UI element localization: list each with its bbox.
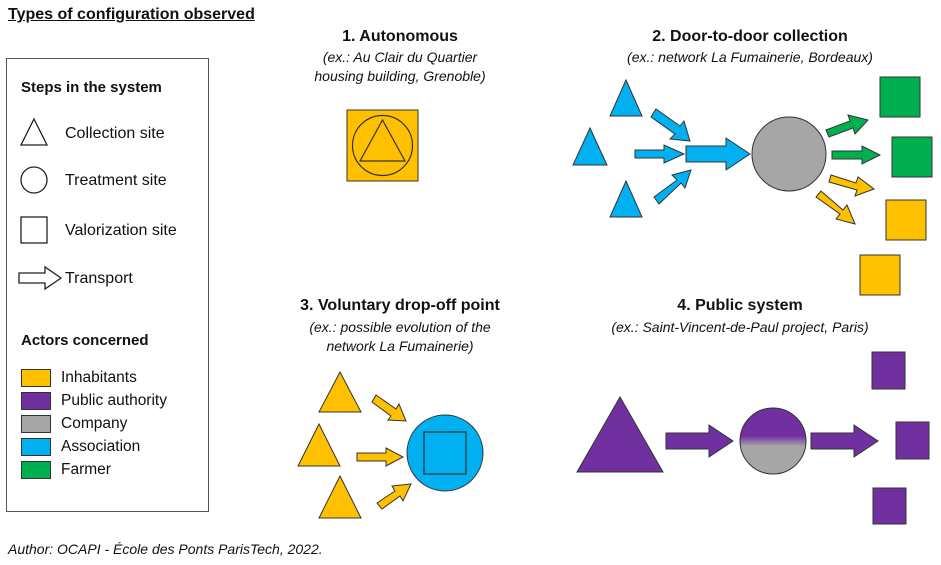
collection-triangle-association xyxy=(572,126,608,166)
panel-1-graphic xyxy=(346,109,419,182)
swatch-company xyxy=(21,415,51,433)
valorization-square-public-authority xyxy=(895,421,930,460)
valorization-square-inhabitants xyxy=(859,254,901,296)
swatch-farmer xyxy=(21,461,51,479)
panel-4-subtitle-line1: (ex.: Saint-Vincent-de-Paul project, Par… xyxy=(611,319,869,335)
actor-label-public-authority: Public authority xyxy=(61,392,167,409)
actor-label-company: Company xyxy=(61,415,128,432)
panel-1-title: 1. Autonomous xyxy=(342,28,458,45)
panel-1-subtitle-line2: housing building, Grenoble) xyxy=(314,68,486,84)
legend-box: Steps in the system Collection site Trea… xyxy=(6,58,209,512)
transport-arrow-inhabitants xyxy=(376,483,412,510)
valorization-square-farmer xyxy=(891,136,933,178)
panel-1-subtitle-line1: (ex.: Au Clair du Quartier xyxy=(322,49,478,65)
transport-arrow-inhabitants xyxy=(371,394,407,422)
actor-label-association: Association xyxy=(61,438,141,455)
step-label-treatment: Treatment site xyxy=(65,172,167,189)
actor-label-farmer: Farmer xyxy=(61,461,111,478)
transport-arrow-association xyxy=(685,137,751,171)
treatment-circle-company xyxy=(751,116,827,192)
panel-3-graphic xyxy=(297,370,484,519)
collection-triangle-inhabitants xyxy=(358,118,407,162)
valorization-square-farmer xyxy=(879,76,921,118)
panel-4-title: 4. Public system xyxy=(677,297,803,314)
transport-arrow-inhabitants xyxy=(815,190,856,225)
transport-arrow-inhabitants xyxy=(356,447,405,467)
panel-3-subtitle-line2: network La Fumainerie) xyxy=(326,338,474,354)
actor-label-inhabitants: Inhabitants xyxy=(61,369,137,386)
diagram-title: Types of configuration observed xyxy=(8,6,255,23)
transport-arrow-public-authority xyxy=(810,424,879,458)
steps-heading: Steps in the system xyxy=(21,79,162,96)
panel-3-title: 3. Voluntary drop-off point xyxy=(300,297,500,314)
transport-arrow-association xyxy=(650,108,691,142)
step-label-collection: Collection site xyxy=(65,125,165,142)
collection-triangle-inhabitants xyxy=(318,474,362,519)
transport-arrow-farmer xyxy=(825,114,869,138)
treatment-circle-public-authority-company xyxy=(739,407,807,475)
circle-icon xyxy=(20,166,48,194)
transport-arrow-public-authority xyxy=(665,424,734,458)
swatch-association xyxy=(21,438,51,456)
arrow-icon xyxy=(18,265,63,291)
collection-triangle-association xyxy=(609,78,643,117)
panel-2-graphic xyxy=(572,76,933,296)
valorization-square-public-authority xyxy=(871,351,906,390)
swatch-public-authority xyxy=(21,392,51,410)
collection-triangle-inhabitants xyxy=(297,422,341,467)
collection-triangle-association xyxy=(609,179,643,218)
square-icon xyxy=(20,216,48,244)
transport-arrow-association xyxy=(653,169,692,205)
transport-arrow-association xyxy=(634,144,686,164)
swatch-inhabitants xyxy=(21,369,51,387)
valorization-square-association xyxy=(423,431,467,475)
actors-heading: Actors concerned xyxy=(21,332,149,349)
panel-3-subtitle-line1: (ex.: possible evolution of the xyxy=(309,319,491,335)
collection-triangle-public-authority xyxy=(576,395,664,473)
valorization-square-inhabitants xyxy=(885,199,927,241)
panel-4-graphic xyxy=(576,351,930,525)
panel-2-title: 2. Door-to-door collection xyxy=(652,28,848,45)
transport-arrow-inhabitants xyxy=(828,174,876,197)
step-label-transport: Transport xyxy=(65,270,133,287)
transport-arrow-farmer xyxy=(831,145,882,165)
step-label-valorization: Valorization site xyxy=(65,222,177,239)
collection-triangle-inhabitants xyxy=(318,370,362,413)
author-credit: Author: OCAPI - École des Ponts ParisTec… xyxy=(8,541,323,557)
panel-2-subtitle-line1: (ex.: network La Fumainerie, Bordeaux) xyxy=(627,49,873,65)
triangle-icon xyxy=(19,117,49,146)
valorization-square-public-authority xyxy=(872,487,907,525)
